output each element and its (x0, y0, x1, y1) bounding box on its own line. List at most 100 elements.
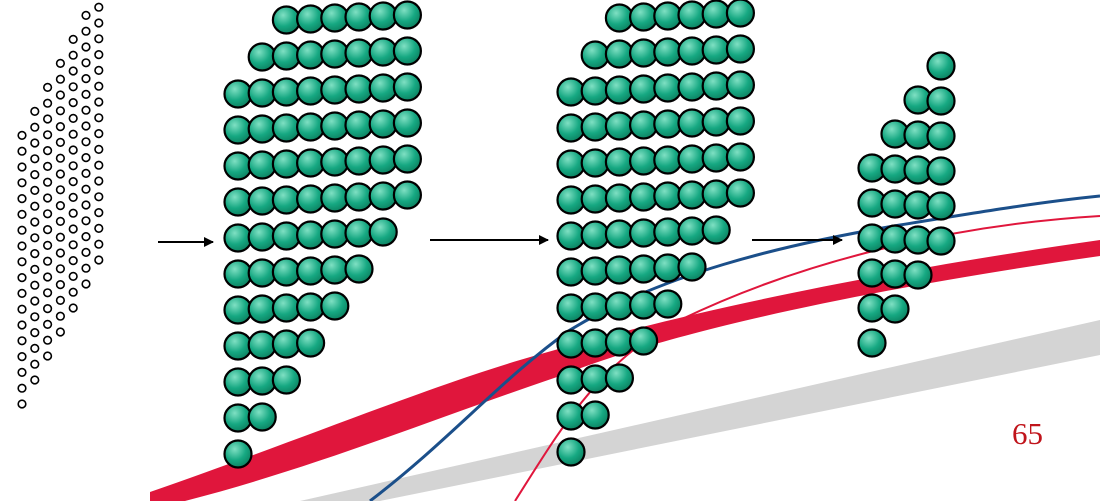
input-dot (17, 130, 27, 140)
input-dot (17, 399, 27, 409)
ball (271, 185, 301, 215)
ball (701, 107, 731, 137)
input-dot (94, 129, 104, 139)
stage-3-grid (556, 0, 756, 467)
input-dot (42, 240, 53, 250)
ball (926, 156, 956, 186)
grids (17, 0, 956, 469)
ball (701, 0, 731, 29)
input-dot (42, 193, 53, 203)
input-dot (17, 146, 27, 156)
ball (580, 400, 610, 430)
ball (725, 34, 756, 64)
input-dot (42, 256, 53, 266)
ball (701, 35, 731, 65)
input-dot (30, 122, 40, 132)
input-dot (30, 280, 40, 290)
ball (628, 254, 659, 284)
ball (556, 401, 586, 431)
ball (653, 217, 683, 247)
ball (604, 75, 635, 105)
ball (725, 178, 756, 208)
ball (296, 148, 326, 178)
input-dot (42, 225, 53, 235)
input-dot (94, 144, 104, 154)
input-dot (94, 97, 104, 107)
input-dot (42, 177, 53, 187)
arrows (158, 235, 843, 247)
ball (628, 74, 659, 104)
input-dot (42, 161, 53, 171)
ball (580, 364, 610, 394)
input-dot (30, 154, 40, 164)
input-dot (30, 375, 40, 385)
input-dot (17, 273, 27, 283)
ball (368, 37, 398, 67)
input-dot (81, 153, 91, 163)
ball (653, 1, 683, 31)
input-dot (55, 201, 66, 211)
input-dot (17, 194, 27, 204)
input-dot (68, 208, 78, 218)
ball (368, 73, 398, 103)
ball (223, 259, 253, 289)
input-dot (81, 73, 91, 84)
ball (580, 220, 610, 250)
input-dot (42, 146, 53, 156)
ball (556, 185, 586, 215)
input-dot (94, 113, 104, 123)
input-dot (81, 105, 91, 115)
ball (344, 146, 374, 176)
ball (296, 112, 326, 142)
input-dot (42, 319, 53, 330)
input-dot (55, 185, 66, 195)
ball (368, 1, 398, 31)
ball (604, 219, 635, 249)
ball (223, 403, 253, 433)
input-dot (81, 89, 91, 99)
input-dot (17, 178, 27, 188)
input-dot (55, 106, 66, 116)
ball (368, 109, 398, 139)
ball (926, 226, 956, 256)
input-dot (42, 209, 53, 219)
ball (368, 145, 398, 175)
ball (223, 367, 253, 397)
ball (604, 183, 635, 213)
input-dot (94, 65, 104, 75)
ball (556, 257, 586, 287)
input-dot (68, 177, 78, 187)
input-dot (94, 255, 104, 265)
ball (320, 3, 350, 33)
input-dot (81, 232, 91, 242)
ball (580, 76, 610, 106)
input-dot (30, 233, 40, 243)
input-dot (68, 240, 78, 250)
ball (653, 145, 683, 175)
ball (628, 2, 659, 32)
red-band (150, 240, 1100, 501)
ball (320, 291, 350, 321)
input-dot (68, 224, 78, 234)
input-dot (68, 161, 78, 171)
ball (320, 111, 350, 141)
ball (392, 72, 422, 102)
ball (320, 147, 350, 177)
ball (604, 39, 635, 69)
input-dot (81, 42, 91, 52)
input-dot (94, 49, 104, 60)
input-dot (68, 34, 78, 45)
input-dot (42, 82, 53, 92)
ball (247, 258, 277, 288)
ball (223, 439, 253, 469)
ball (247, 330, 277, 360)
input-dot (17, 241, 27, 251)
ball (926, 86, 956, 116)
input-dot (17, 257, 27, 267)
input-dot (17, 320, 27, 330)
input-dot (94, 18, 104, 28)
ball (344, 218, 374, 248)
ball (247, 150, 277, 180)
ball (580, 184, 610, 214)
ball (368, 181, 398, 211)
